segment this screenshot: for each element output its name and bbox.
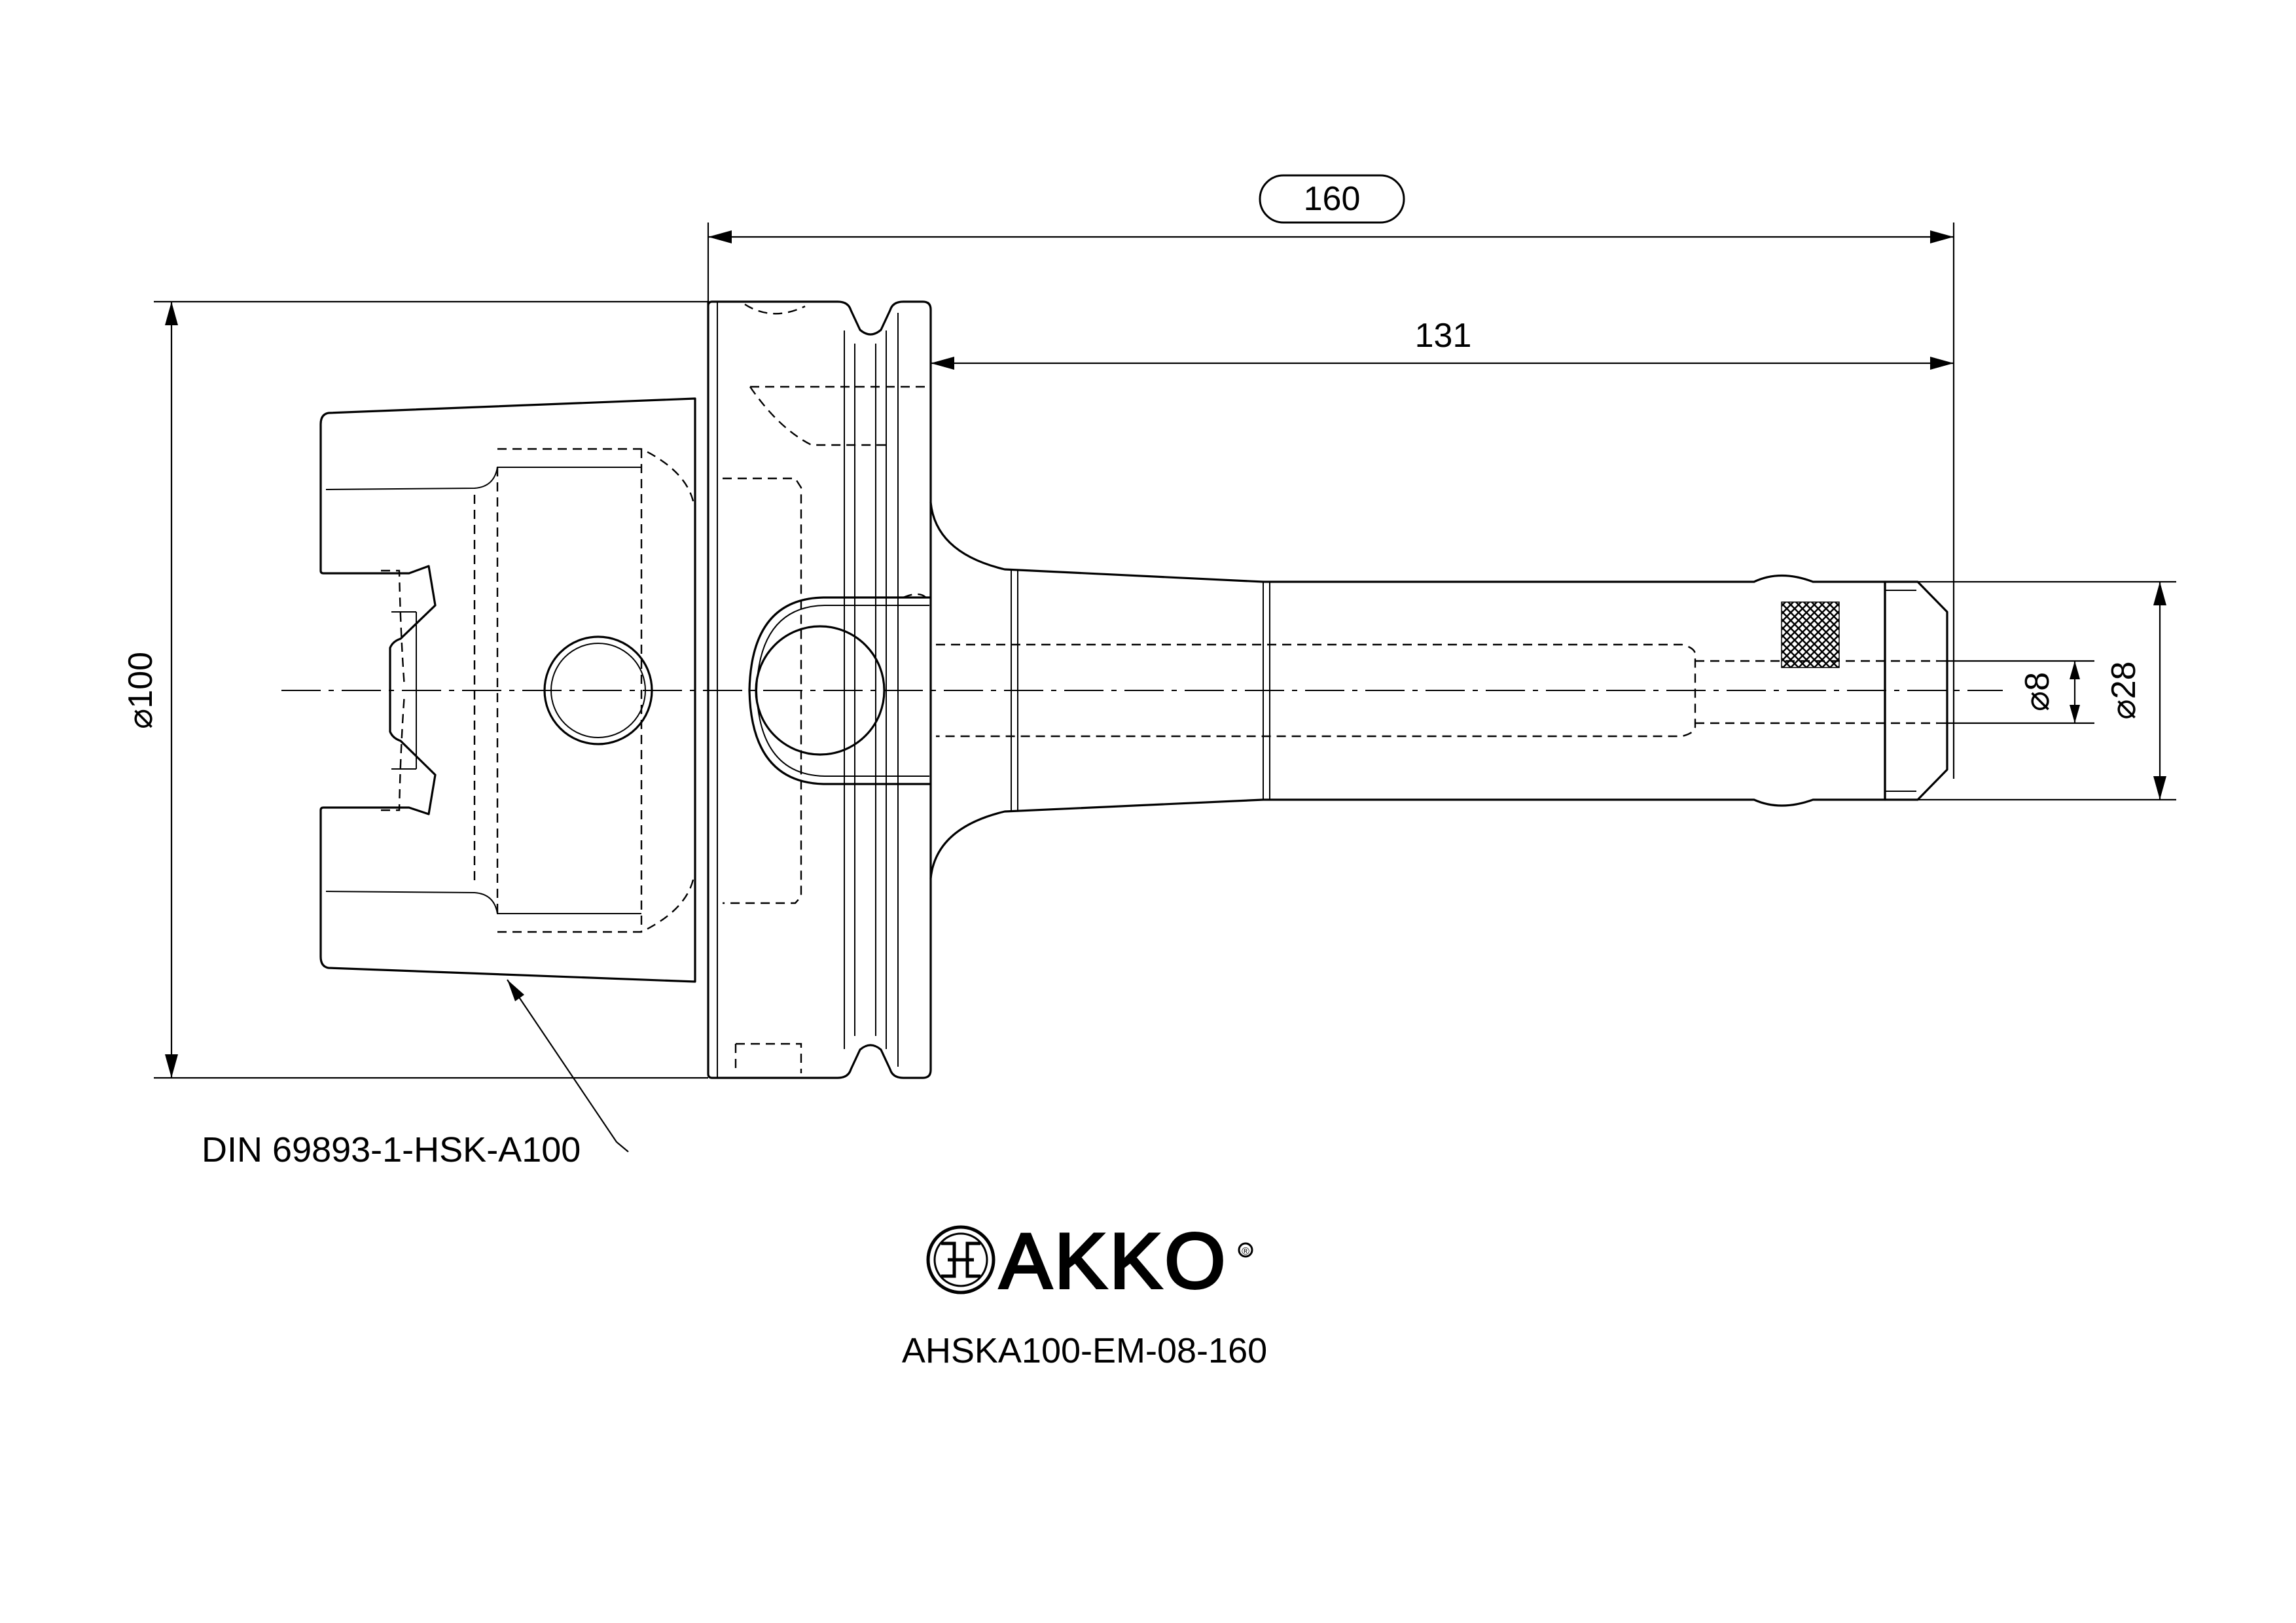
akko-logo: AKKO ® [926,1216,1253,1306]
dimension-overall-length: 160 [707,174,1955,779]
shank-diameter-value: ⌀28 [2105,661,2143,719]
taper-standard-callout: DIN 69893-1-HSK-A100 [202,979,629,1169]
taper-standard-label: DIN 69893-1-HSK-A100 [202,1130,581,1169]
dimension-bore-diameter: ⌀8 [1937,660,2094,724]
flange-diameter-value: ⌀100 [122,652,160,729]
brand-wordmark: AKKO [999,1217,1228,1305]
akko-emblem-icon [926,1225,996,1294]
overall-length-value: 160 [1304,180,1361,218]
registered-mark: ® [1242,1246,1249,1257]
dimension-projection-length: 131 [931,317,1954,370]
dimension-shank-diameter: ⌀28 [1885,580,2176,801]
bore-diameter-value: ⌀8 [2018,672,2056,711]
dimension-flange-diameter: ⌀100 [122,300,708,1079]
part-number: AHSKA100-EM-08-160 [902,1331,1267,1370]
projection-length-value: 131 [1415,317,1472,355]
